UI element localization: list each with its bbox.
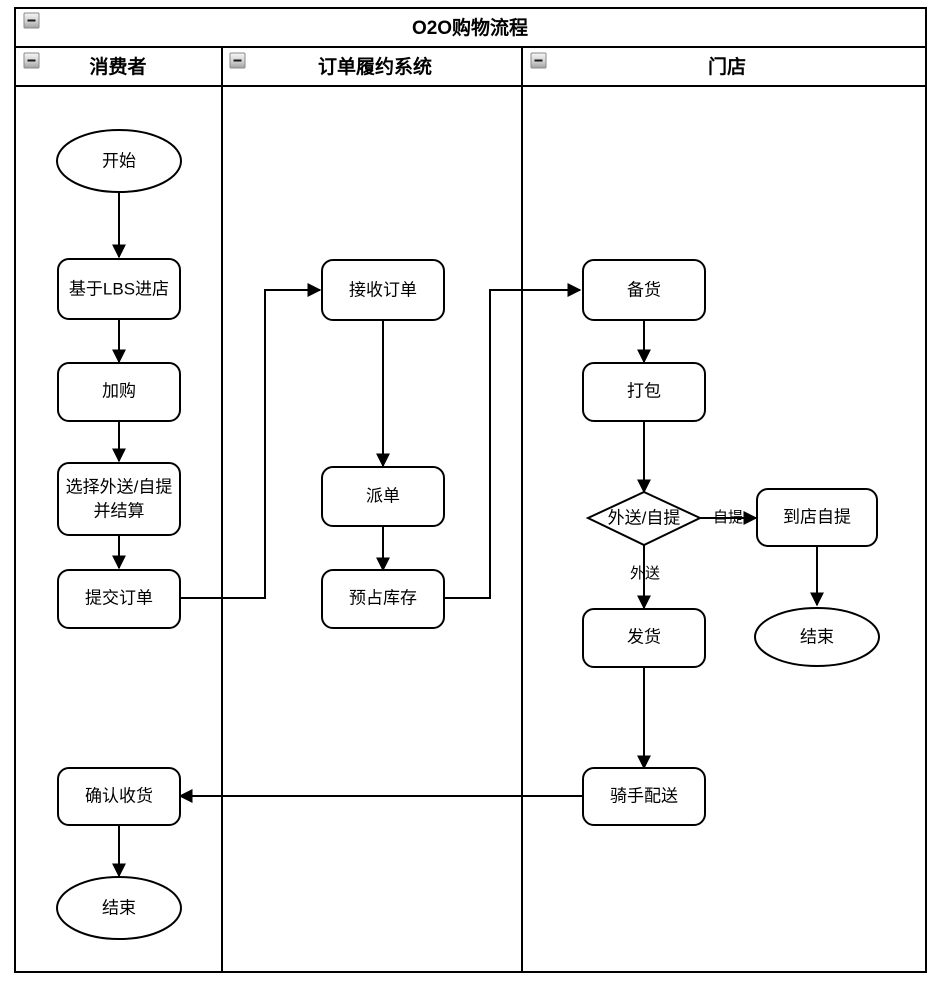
lane-title-fulfillment: 订单履约系统 xyxy=(318,55,432,78)
in-store-pickup-box xyxy=(756,488,878,547)
reserve-stock-box xyxy=(321,569,445,629)
submit-order-label: 提交订单 xyxy=(85,588,153,607)
end-consumer-ellipse xyxy=(56,876,182,940)
lbs-enter-store-label: 基于LBS进店 xyxy=(69,279,169,298)
lane-header-store[interactable]: 门店 xyxy=(530,52,746,78)
node-choose-delivery[interactable]: 选择外送/自提 并结算 xyxy=(57,462,181,536)
ship-label: 发货 xyxy=(627,627,661,646)
end-store-ellipse xyxy=(754,607,880,667)
add-to-cart-box xyxy=(57,362,181,422)
choose-delivery-box xyxy=(57,462,181,536)
node-lbs-enter-store[interactable]: 基于LBS进店 xyxy=(57,258,181,320)
lane-header-fulfillment[interactable]: 订单履约系统 xyxy=(229,52,432,78)
end-store-label: 结束 xyxy=(800,627,834,646)
node-confirm-receipt[interactable]: 确认收货 xyxy=(57,767,181,826)
receive-order-label: 接收订单 xyxy=(349,280,417,299)
pack-label: 打包 xyxy=(627,381,661,400)
reserve-stock-label: 预占库存 xyxy=(349,588,417,607)
node-end-store[interactable]: 结束 xyxy=(754,607,880,667)
node-delivery-or-pickup[interactable]: 外送/自提 xyxy=(585,490,703,547)
pool-title-group: O2O购物流程 xyxy=(23,12,528,39)
in-store-pickup-label: 到店自提 xyxy=(783,507,851,526)
node-pack[interactable]: 打包 xyxy=(582,362,706,422)
edge-label-pickup: 自提 xyxy=(713,509,743,526)
pool-collapse-icon[interactable] xyxy=(23,12,40,29)
pool-title: O2O购物流程 xyxy=(412,16,528,39)
prepare-goods-box xyxy=(582,259,706,321)
edge-label-delivery: 外送 xyxy=(630,565,660,582)
ship-box xyxy=(582,608,706,668)
node-dispatch-order[interactable]: 派单 xyxy=(321,466,445,527)
choose-delivery-label-line1: 选择外送/自提 xyxy=(66,477,173,496)
submit-order-box xyxy=(57,569,181,629)
start-label: 开始 xyxy=(102,151,136,170)
node-rider-delivery[interactable]: 骑手配送 xyxy=(582,767,706,826)
choose-delivery-label-line2: 并结算 xyxy=(94,501,145,520)
confirm-receipt-box xyxy=(57,767,181,826)
edges-layer: 自提 外送 xyxy=(112,192,824,878)
end-consumer-label: 结束 xyxy=(102,898,136,917)
pack-box xyxy=(582,362,706,422)
node-start[interactable]: 开始 xyxy=(56,129,182,193)
node-end-consumer[interactable]: 结束 xyxy=(56,876,182,940)
receive-order-box xyxy=(321,259,445,321)
lane-collapse-icon-consumer[interactable] xyxy=(23,52,40,69)
delivery-or-pickup-label: 外送/自提 xyxy=(608,508,681,527)
node-in-store-pickup[interactable]: 到店自提 xyxy=(756,488,878,547)
lane-title-consumer: 消费者 xyxy=(89,55,146,78)
dispatch-order-label: 派单 xyxy=(366,486,400,505)
lane-title-store: 门店 xyxy=(708,55,746,78)
dispatch-order-box xyxy=(321,466,445,527)
node-add-to-cart[interactable]: 加购 xyxy=(57,362,181,422)
lane-collapse-icon-store[interactable] xyxy=(530,52,547,69)
confirm-receipt-label: 确认收货 xyxy=(85,786,153,805)
node-receive-order[interactable]: 接收订单 xyxy=(321,259,445,321)
lbs-enter-store-box xyxy=(57,258,181,320)
node-prepare-goods[interactable]: 备货 xyxy=(582,259,706,321)
lane-header-consumer[interactable]: 消费者 xyxy=(23,52,147,78)
rider-delivery-label: 骑手配送 xyxy=(610,786,678,805)
start-ellipse xyxy=(56,129,182,193)
delivery-or-pickup-diamond xyxy=(585,490,703,547)
add-to-cart-label: 加购 xyxy=(102,381,136,400)
lane-collapse-icon-fulfillment[interactable] xyxy=(229,52,246,69)
edge-reserve-to-prepare xyxy=(444,283,582,599)
node-submit-order[interactable]: 提交订单 xyxy=(57,569,181,629)
rider-delivery-box xyxy=(582,767,706,826)
node-reserve-stock[interactable]: 预占库存 xyxy=(321,569,445,629)
prepare-goods-label: 备货 xyxy=(627,280,661,299)
edge-submit-to-receive xyxy=(180,283,322,599)
node-ship[interactable]: 发货 xyxy=(582,608,706,668)
